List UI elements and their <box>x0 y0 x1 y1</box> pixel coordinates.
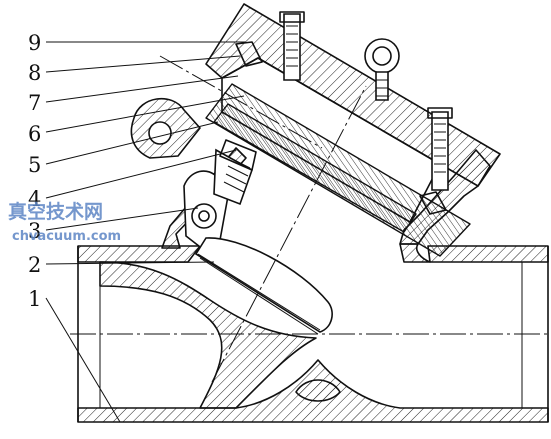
label-1: 1 <box>28 287 41 311</box>
label-6: 6 <box>28 122 41 146</box>
valve-body <box>77 147 549 423</box>
label-8: 8 <box>28 61 41 85</box>
label-4: 4 <box>28 187 41 211</box>
label-2: 2 <box>28 253 41 277</box>
leader-lines <box>45 41 246 423</box>
bonnet-cover <box>205 3 501 257</box>
disc-assembly <box>183 139 333 335</box>
label-9: 9 <box>28 31 41 55</box>
label-7: 7 <box>28 91 41 115</box>
watermark-latin: chvacuum.com <box>12 229 121 244</box>
center-lines <box>70 55 551 383</box>
label-5: 5 <box>28 153 41 177</box>
left-lug <box>130 97 201 159</box>
label-3: 3 <box>28 219 41 243</box>
watermark-chinese: 真空技术网 <box>8 200 103 223</box>
watermark: 真空技术网 chvacuum.com <box>8 200 121 244</box>
part-labels: 9 8 7 6 5 4 3 2 1 <box>28 31 41 311</box>
